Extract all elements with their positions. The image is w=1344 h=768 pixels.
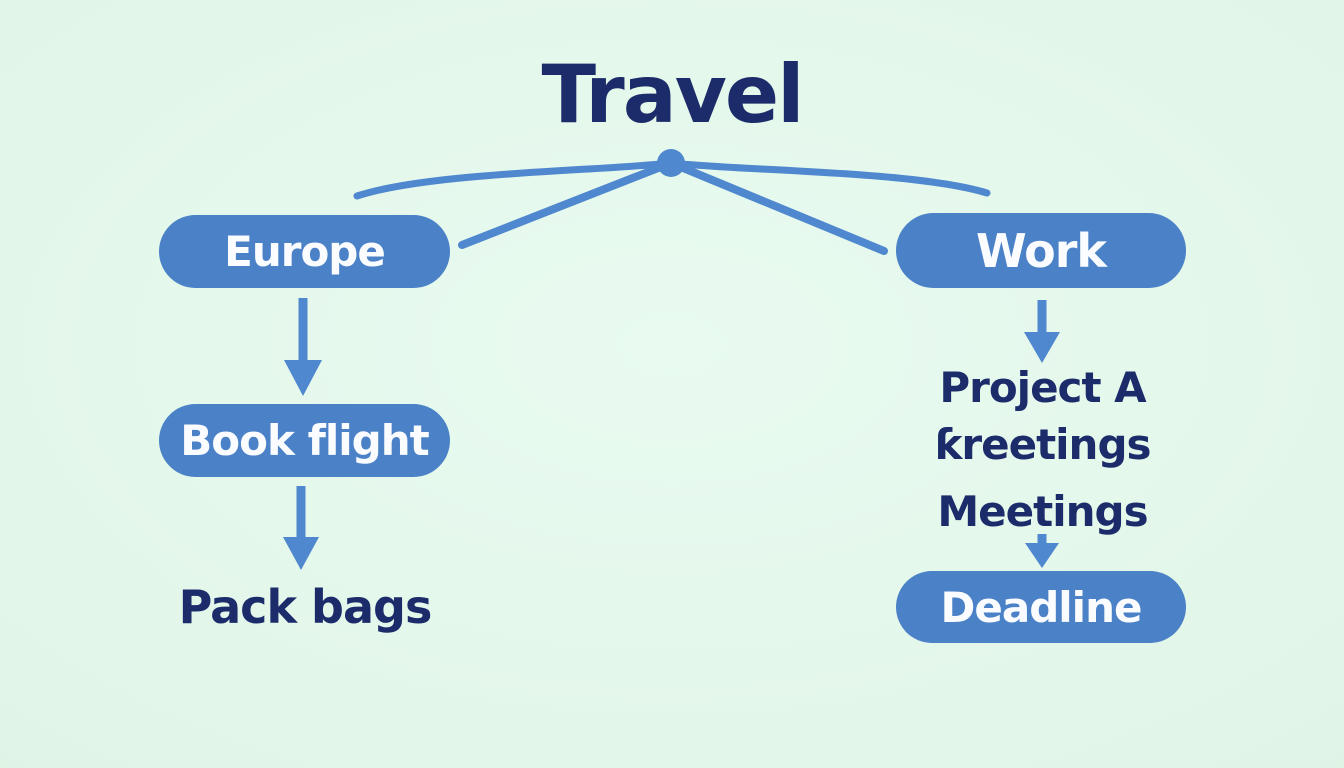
connector-curve-right	[667, 159, 991, 197]
branch-node-book-flight: Book flight	[159, 404, 450, 477]
arrow-down-icon	[284, 298, 322, 396]
branch-node-europe: Europe	[159, 215, 450, 288]
connector-diagonal-left	[458, 159, 675, 249]
arrow-down-icon	[1025, 534, 1059, 568]
root-node-dot	[657, 149, 685, 177]
branch-node-project-a: Project A	[939, 363, 1146, 412]
branch-node-work: Work	[896, 213, 1186, 288]
arrow-down-icon	[283, 486, 319, 570]
central-topic-title: Travel	[541, 48, 804, 141]
connector-curve-left	[353, 159, 675, 200]
branch-node-garbled-meetings: ƙreetings	[934, 420, 1151, 469]
branch-node-deadline: Deadline	[896, 571, 1186, 643]
connector-diagonal-right	[667, 159, 888, 255]
branch-node-meetings: Meetings	[937, 487, 1148, 536]
branch-node-pack-bags: Pack bags	[178, 580, 433, 634]
arrow-down-icon	[1024, 300, 1060, 363]
